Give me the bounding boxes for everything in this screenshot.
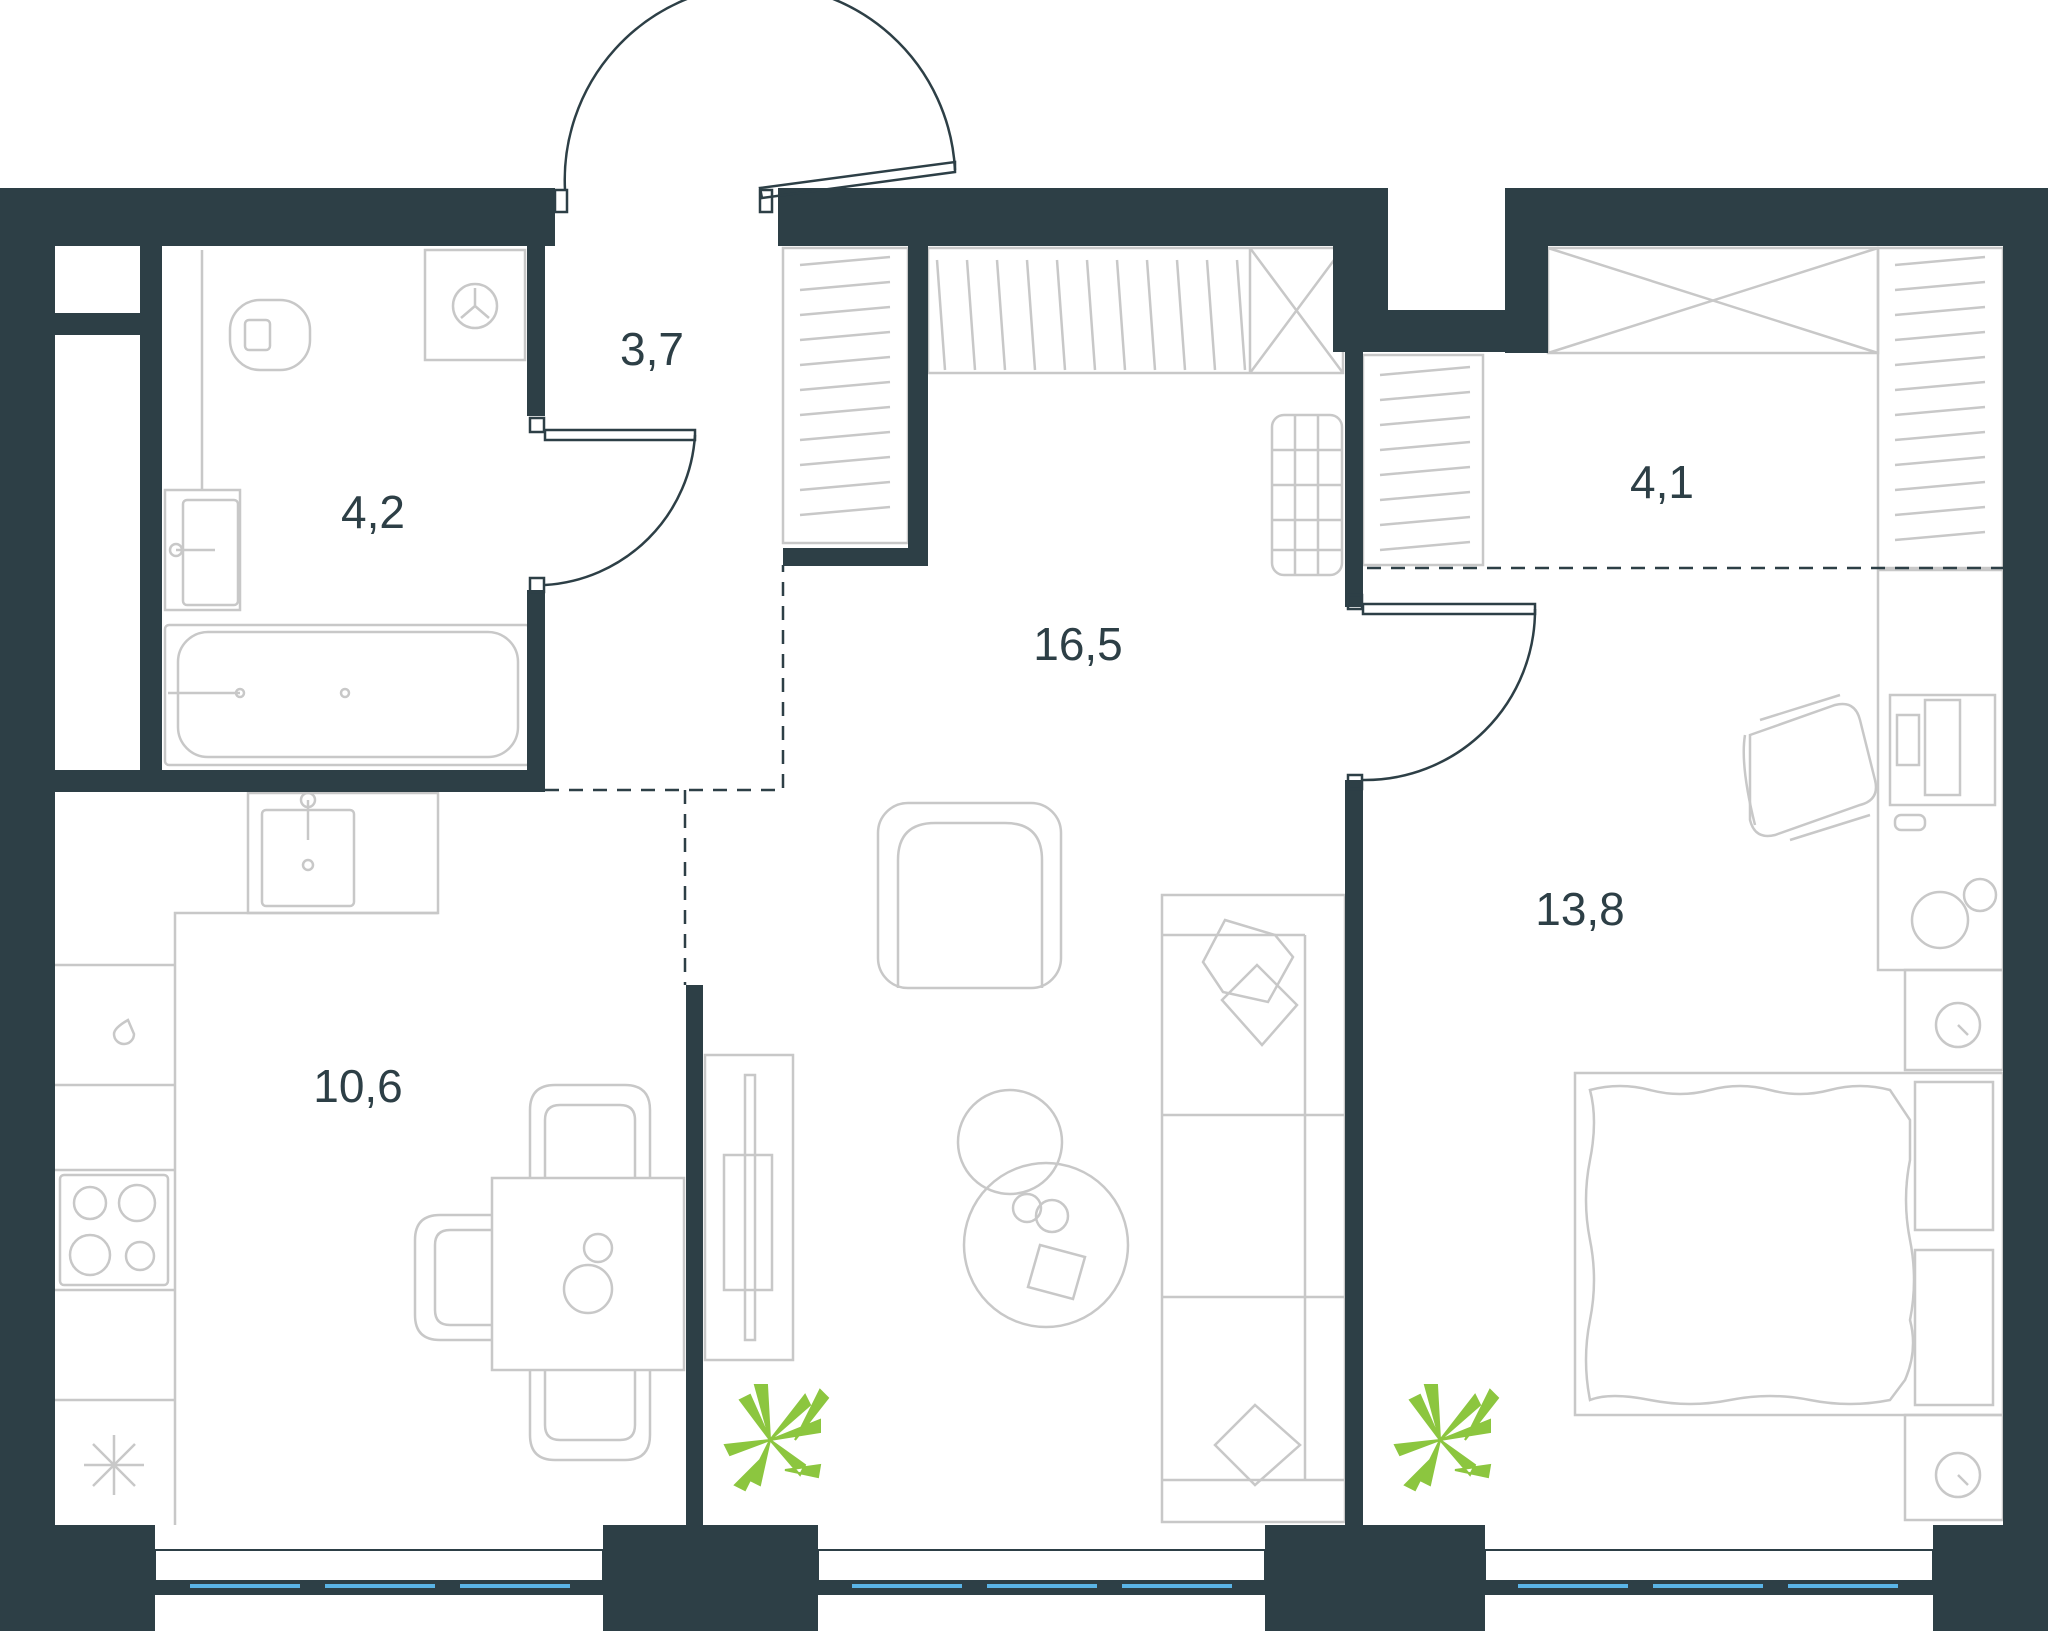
bedroom-closet-icon xyxy=(1361,246,2005,570)
room-area-wardrobe: 4,1 xyxy=(1630,456,1694,508)
stove-icon xyxy=(58,1173,170,1287)
dining-chair-icon xyxy=(413,1083,652,1462)
fridge-icon xyxy=(84,1435,144,1495)
wardrobe-icon xyxy=(926,246,1345,375)
room-area-bedroom: 13,8 xyxy=(1535,883,1625,935)
bathroom-door-icon[interactable] xyxy=(528,416,697,594)
coffee-table-icon xyxy=(956,1088,1130,1329)
dining-table-icon xyxy=(490,1176,686,1372)
tv-icon xyxy=(703,1053,795,1362)
bathroom-sink-icon xyxy=(163,488,242,612)
nightstand-icon xyxy=(1903,968,2005,1522)
room-area-bathroom: 4,2 xyxy=(341,486,405,538)
room-area-kitchen: 10,6 xyxy=(313,1060,403,1112)
desk-icon xyxy=(1876,568,2005,972)
entry-door-icon[interactable] xyxy=(553,0,957,214)
washing-machine-icon xyxy=(423,248,527,362)
kitchen-counter-icon xyxy=(55,911,438,1525)
bed-icon xyxy=(1573,1071,2005,1417)
toilet-icon xyxy=(200,250,312,490)
bedroom-door-icon[interactable] xyxy=(1346,593,1537,791)
plant-icon xyxy=(1393,1384,1500,1492)
bathtub-icon xyxy=(163,623,532,767)
radiator-icon xyxy=(1270,413,1344,577)
furniture-layer xyxy=(55,246,2005,1525)
kitchen-sink-icon xyxy=(246,791,440,915)
room-area-hall: 3,7 xyxy=(620,323,684,375)
zone-divider xyxy=(545,565,2003,985)
kitchen-drop-icon xyxy=(112,1018,136,1046)
room-area-living-room: 16,5 xyxy=(1033,618,1123,670)
desk-chair-icon xyxy=(1742,693,1878,842)
plant-icon xyxy=(723,1384,830,1492)
walls xyxy=(0,188,2048,1631)
sofa-icon xyxy=(1160,893,1347,1524)
wardrobe-icon xyxy=(781,246,910,545)
armchair-icon xyxy=(876,801,1063,990)
